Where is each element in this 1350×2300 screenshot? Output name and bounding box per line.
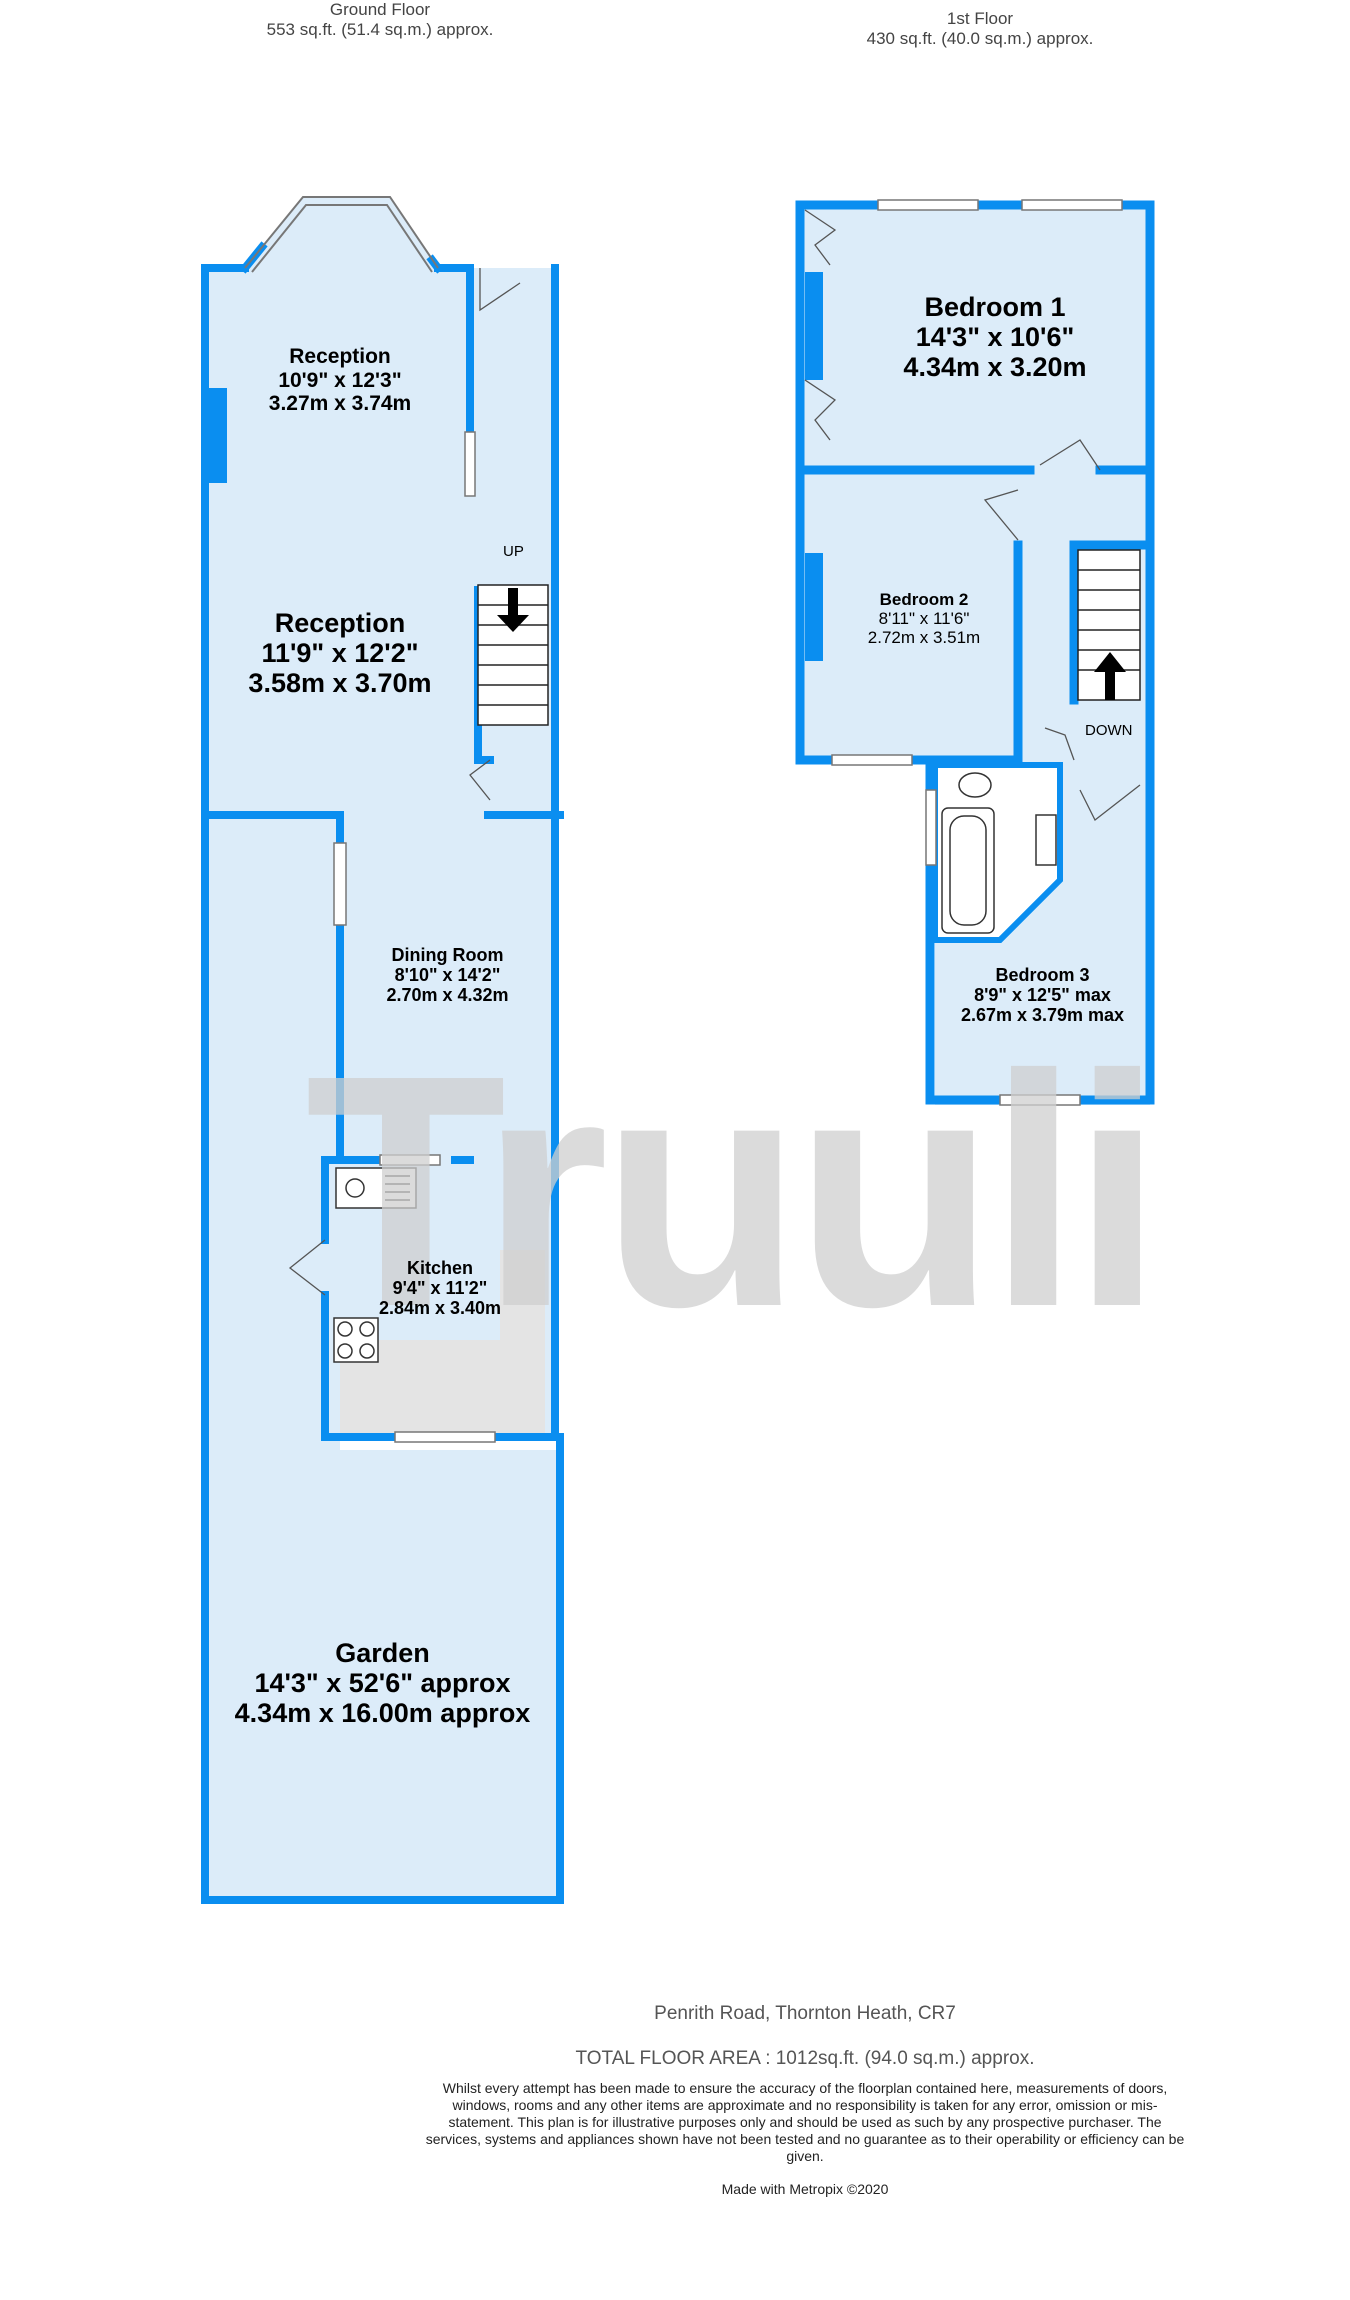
bedroom-1-window-right <box>1021 199 1123 211</box>
dining-room-fill <box>340 815 555 1160</box>
watermark-text: Truuli <box>305 1006 1155 1375</box>
kitchen-label: Kitchen 9'4" x 11'2" 2.84m x 3.40m <box>325 1258 555 1318</box>
room-name: Bedroom 1 <box>924 292 1066 322</box>
room-name: Kitchen <box>406 1258 473 1278</box>
bathroom-basin <box>1035 814 1057 866</box>
room-dim-imperial: 8'9" x 12'5" max <box>974 985 1111 1006</box>
room-dim-metric: 3.27m x 3.74m <box>268 392 412 416</box>
bedroom-1-chimney <box>805 272 823 380</box>
room-dim-imperial: 8'10" x 14'2" <box>394 965 501 986</box>
bedroom-2-label: Bedroom 2 8'11" x 11'6" 2.72m x 3.51m <box>830 590 1018 647</box>
down-arrow-icon <box>1094 652 1126 700</box>
kitchen-window-top <box>379 1154 441 1166</box>
room-name: Dining Room <box>391 945 504 965</box>
ground-floor-title: Ground Floor <box>329 0 431 19</box>
bedroom-3-window <box>999 1094 1081 1106</box>
first-floor-title: 1st Floor <box>946 9 1014 28</box>
bathroom-window <box>925 789 937 866</box>
bedroom-2-chimney <box>805 553 823 661</box>
made-with-credit: Made with Metropix ©2020 <box>721 2181 889 2197</box>
total-floor-area: TOTAL FLOOR AREA : 1012sq.ft. (94.0 sq.m… <box>575 2048 1035 2069</box>
first-floor-plan <box>795 199 1155 1106</box>
first-floor-area: 430 sq.ft. (40.0 sq.m.) approx. <box>866 29 1094 48</box>
bedroom-2-window <box>831 754 913 766</box>
ground-floor-area: 553 sq.ft. (51.4 sq.m.) approx. <box>266 20 494 39</box>
bay-window <box>244 196 439 273</box>
door-arcs <box>288 268 521 1296</box>
bath <box>941 807 995 934</box>
up-label: UP <box>503 543 524 560</box>
room-name: Bedroom 3 <box>995 965 1090 985</box>
hall-fill <box>470 268 555 813</box>
room-dim-imperial: 14'3" x 10'6" <box>915 322 1075 353</box>
kitchen-window-bottom <box>394 1431 496 1443</box>
property-address: Penrith Road, Thornton Heath, CR7 <box>654 2003 956 2024</box>
room-dim-metric: 2.70m x 4.32m <box>386 985 509 1006</box>
bedroom-3-label: Bedroom 3 8'9" x 12'5" max 2.67m x 3.79m… <box>935 965 1150 1025</box>
garden-label: Garden 14'3" x 52'6" approx 4.34m x 16.0… <box>205 1638 560 1729</box>
kitchen-hob <box>333 1317 379 1363</box>
room-name: Reception <box>274 608 406 638</box>
kitchen-sink <box>335 1167 417 1209</box>
room-dim-metric: 2.72m x 3.51m <box>867 628 981 648</box>
ground-floor-plan <box>201 196 564 1904</box>
bedroom-1-label: Bedroom 1 14'3" x 10'6" 4.34m x 3.20m <box>840 292 1150 383</box>
up-arrow-icon <box>497 588 529 632</box>
room-dim-imperial: 14'3" x 52'6" approx <box>254 1668 511 1699</box>
room-dim-metric: 4.34m x 3.20m <box>903 352 1087 383</box>
reception-side-window <box>464 431 476 497</box>
room-dim-imperial: 9'4" x 11'2" <box>392 1278 488 1299</box>
room-dim-metric: 2.84m x 3.40m <box>378 1298 502 1319</box>
room-dim-imperial: 10'9" x 12'3" <box>278 368 402 392</box>
first-door-arcs <box>804 209 1141 821</box>
room-dim-imperial: 8'11" x 11'6" <box>878 609 970 629</box>
chimney-breast <box>205 388 227 483</box>
ground-floor-heading: Ground Floor 553 sq.ft. (51.4 sq.m.) app… <box>200 0 560 40</box>
bedroom-1-fill <box>800 205 1150 470</box>
room-dim-metric: 3.58m x 3.70m <box>248 668 432 699</box>
first-floor-heading: 1st Floor 430 sq.ft. (40.0 sq.m.) approx… <box>800 9 1160 49</box>
dining-room-label: Dining Room 8'10" x 14'2" 2.70m x 4.32m <box>340 945 555 1005</box>
room-name: Bedroom 2 <box>879 590 969 609</box>
room-dim-imperial: 11'9" x 12'2" <box>261 638 419 669</box>
room-dim-metric: 4.34m x 16.00m approx <box>234 1698 531 1729</box>
kitchen-counter <box>330 1250 545 1435</box>
room-name: Garden <box>335 1638 430 1668</box>
bedroom-2-fill <box>800 470 1018 760</box>
reception-rear-label: Reception 11'9" x 12'2" 3.58m x 3.70m <box>205 608 475 699</box>
dining-window <box>333 842 347 926</box>
garden-fill <box>205 815 560 1900</box>
disclaimer-text: Whilst every attempt has been made to en… <box>425 2080 1185 2164</box>
down-label: DOWN <box>1085 722 1133 739</box>
room-dim-metric: 2.67m x 3.79m max <box>960 1005 1125 1026</box>
room-name: Reception <box>289 345 391 368</box>
bedroom-1-window-left <box>877 199 979 211</box>
toilet <box>958 772 992 798</box>
reception-front-label: Reception 10'9" x 12'3" 3.27m x 3.74m <box>205 345 475 416</box>
